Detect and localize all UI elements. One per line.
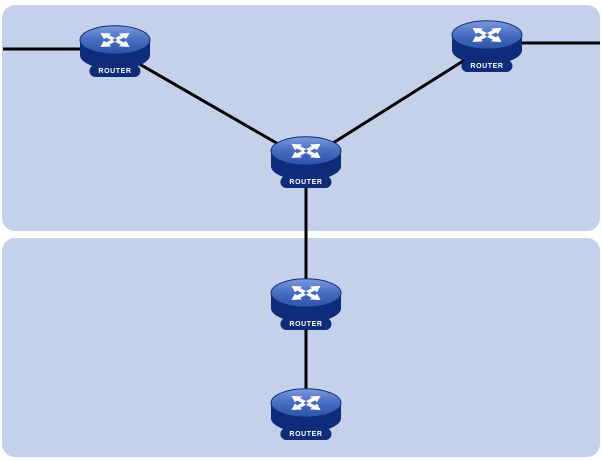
router-label: ROUTER xyxy=(280,176,332,188)
router-label: ROUTER xyxy=(89,65,141,77)
router-label: ROUTER xyxy=(461,60,513,72)
router-node-top-left: ROUTER xyxy=(77,21,153,77)
router-node-top-right: ROUTER xyxy=(449,16,525,72)
router-node-center: ROUTER xyxy=(268,132,344,188)
router-node-bottom: ROUTER xyxy=(268,384,344,440)
router-label: ROUTER xyxy=(280,318,332,330)
router-label: ROUTER xyxy=(280,428,332,440)
router-node-middle: ROUTER xyxy=(268,274,344,330)
